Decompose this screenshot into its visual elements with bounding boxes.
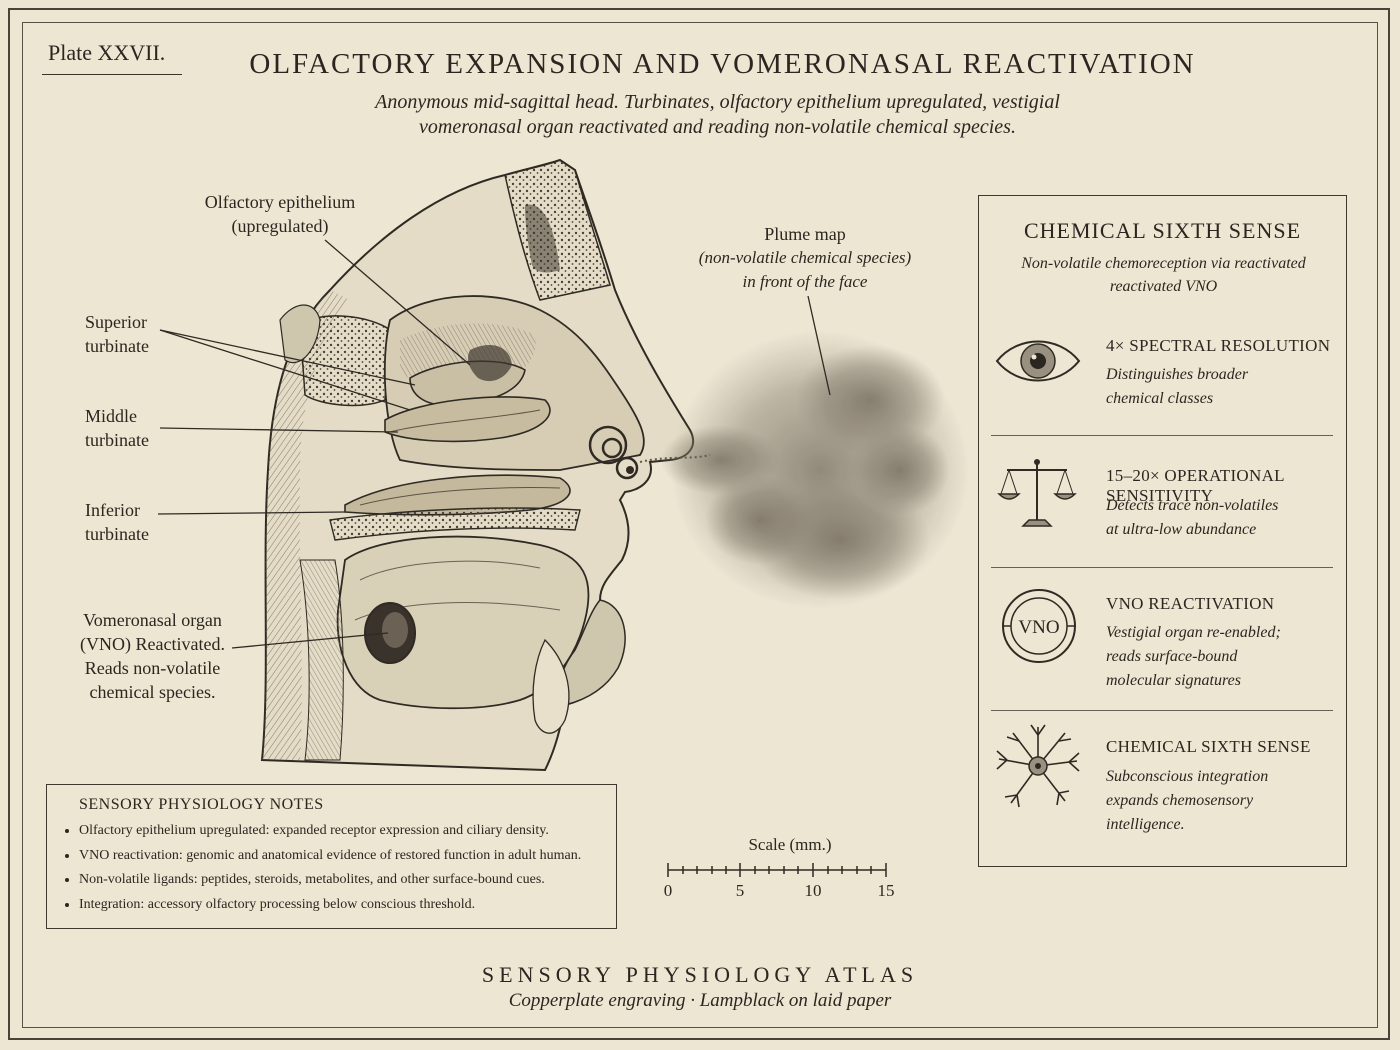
- feature-sensitivity-body: Detects trace non-volatiles at ultra-low…: [1106, 494, 1341, 542]
- feature-spectral-body-line1: Distinguishes broader: [1106, 366, 1249, 383]
- label-inferior-turbinate: Inferior turbinate: [85, 498, 149, 546]
- label-vno-line1: Vomeronasal organ: [83, 610, 222, 630]
- feature-sixth-sense-body-line3: intelligence.: [1106, 816, 1185, 833]
- plume-title: Plume map: [764, 224, 846, 244]
- label-superior-turbinate: Superior turbinate: [85, 310, 149, 358]
- feature-sensitivity-body-line1: Detects trace non-volatiles: [1106, 497, 1279, 514]
- feature-spectral-body-line2: chemical classes: [1106, 390, 1214, 407]
- plume-sub-line2: in front of the face: [742, 272, 868, 291]
- plume-subtitle: (non-volatile chemical species) in front…: [680, 246, 930, 294]
- eye-icon: [995, 340, 1081, 382]
- feature-sensitivity-body-line2: at ultra-low abundance: [1106, 521, 1257, 538]
- physiology-notes-box: SENSORY PHYSIOLOGY NOTES Olfactory epith…: [46, 784, 617, 929]
- scale-tick-label: 0: [663, 881, 673, 900]
- plate-underline: [42, 74, 182, 75]
- label-vno-line3: Reads non-volatile: [84, 658, 221, 678]
- feature-vno-head: VNO REACTIVATION: [1106, 594, 1275, 613]
- feature-sixth-sense-body-line2: expands chemosensory: [1106, 792, 1254, 809]
- feature-sixth-sense-body-line1: Subconscious integration: [1106, 768, 1269, 785]
- panel-sub-line2: reactivated VNO: [1109, 278, 1218, 295]
- page-title: OLFACTORY EXPANSION AND VOMERONASAL REAC…: [249, 48, 1196, 80]
- leader-lines: [157, 239, 831, 649]
- chemical-sense-panel: CHEMICAL SIXTH SENSE Non-volatile chemor…: [978, 195, 1347, 867]
- panel-divider: [991, 710, 1333, 711]
- list-item: VNO reactivation: genomic and anatomical…: [79, 844, 619, 869]
- nostril-icon: [588, 425, 628, 465]
- label-olfactory-line2: (upregulated): [231, 216, 329, 236]
- label-middle-line1: Middle: [85, 406, 137, 426]
- label-superior-line1: Superior: [85, 312, 147, 332]
- panel-divider: [991, 567, 1333, 568]
- label-inferior-line1: Inferior: [85, 500, 140, 520]
- scale-tick-label: 10: [804, 881, 822, 900]
- feature-vno-body: Vestigial organ re-enabled; reads surfac…: [1106, 621, 1341, 693]
- middle-turbinate: [384, 396, 551, 443]
- label-olfactory-line1: Olfactory epithelium: [204, 192, 356, 212]
- scale-bar: [667, 863, 887, 877]
- panel-divider: [991, 435, 1333, 436]
- scale-tick-label: 5: [735, 881, 745, 900]
- vno-seal-text: VNO: [1018, 617, 1059, 638]
- feature-sixth-sense-body: Subconscious integration expands chemose…: [1106, 765, 1341, 837]
- panel-subtitle: Non-volatile chemoreception via reactiva…: [989, 252, 1338, 298]
- atlas-subtitle: Copperplate engraving · Lampblack on lai…: [508, 990, 892, 1011]
- plume-sub-line1: (non-volatile chemical species): [698, 248, 912, 267]
- label-olfactory-epithelium: Olfactory epithelium (upregulated): [185, 190, 375, 238]
- feature-vno-body-line3: molecular signatures: [1106, 672, 1241, 689]
- list-item: Non-volatile ligands: peptides, steroids…: [79, 868, 619, 893]
- scale-title: Scale (mm.): [748, 835, 832, 854]
- label-inferior-line2: turbinate: [85, 524, 149, 544]
- feature-vno-body-line1: Vestigial organ re-enabled;: [1106, 624, 1281, 641]
- neuron-icon: [996, 724, 1080, 808]
- list-item: Olfactory epithelium upregulated: expand…: [79, 819, 619, 844]
- label-superior-line2: turbinate: [85, 336, 149, 356]
- panel-title: CHEMICAL SIXTH SENSE: [1023, 218, 1302, 243]
- plate-number: Plate XXVII.: [48, 40, 166, 65]
- list-item: Integration: accessory olfactory process…: [79, 893, 619, 918]
- scale-tick-label: 15: [877, 881, 895, 900]
- label-middle-line2: turbinate: [85, 430, 149, 450]
- feature-spectral-head: 4× SPECTRAL RESOLUTION: [1106, 336, 1331, 355]
- label-vno-line4: chemical species.: [89, 682, 216, 702]
- label-middle-turbinate: Middle turbinate: [85, 404, 149, 452]
- scales-icon: [997, 459, 1077, 527]
- vno-seal-icon: VNO: [1002, 589, 1076, 663]
- feature-sixth-sense-head: CHEMICAL SIXTH SENSE: [1106, 737, 1311, 756]
- page-subtitle: Anonymous mid-sagittal head. Turbinates,…: [375, 91, 1060, 138]
- feature-vno-body-line2: reads surface-bound: [1106, 648, 1238, 665]
- label-vno: Vomeronasal organ (VNO) Reactivated. Rea…: [60, 608, 245, 704]
- plume-map: [639, 330, 970, 610]
- feature-spectral-body: Distinguishes broader chemical classes: [1106, 363, 1341, 411]
- notes-title: SENSORY PHYSIOLOGY NOTES: [79, 796, 324, 813]
- inner-frame: [22, 22, 1378, 1028]
- panel-sub-line1: Non-volatile chemoreception via reactiva…: [1021, 255, 1306, 272]
- outer-frame: [8, 8, 1390, 1040]
- feature-sensitivity-head: 15–20× OPERATIONAL SENSITIVITY: [1106, 466, 1285, 505]
- notes-list: Olfactory epithelium upregulated: expand…: [61, 819, 619, 917]
- atlas-title: SENSORY PHYSIOLOGY ATLAS: [481, 962, 919, 987]
- label-vno-line2: (VNO) Reactivated.: [80, 634, 225, 654]
